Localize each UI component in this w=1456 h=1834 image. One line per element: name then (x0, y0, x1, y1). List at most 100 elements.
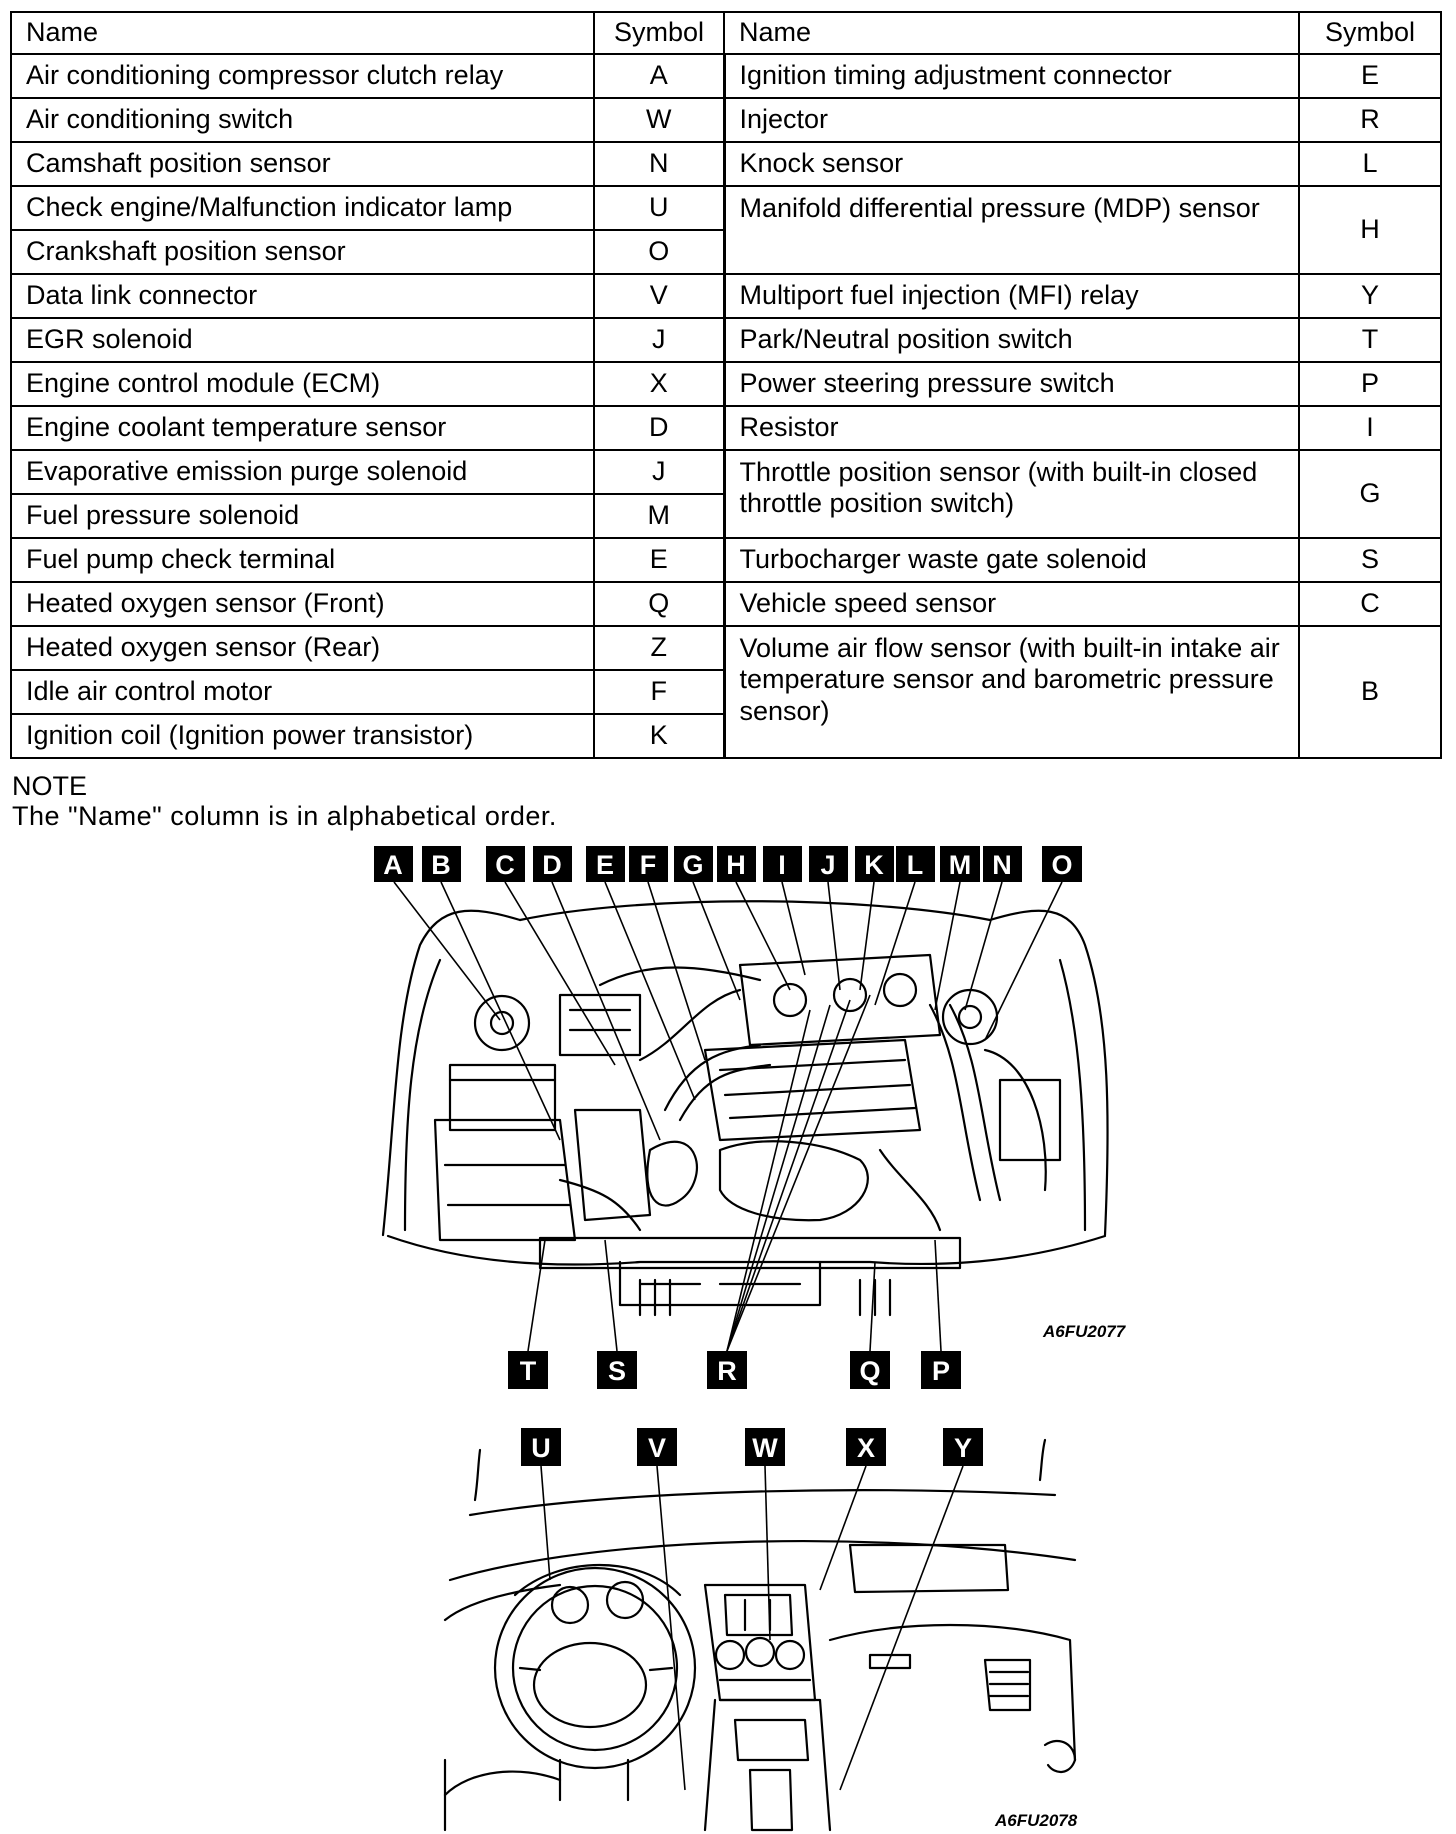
component-name: Idle air control motor (10, 669, 595, 715)
label-box-f: F (629, 846, 668, 882)
table-row: Engine coolant temperature sensor D Resi… (10, 405, 1442, 451)
table-row: Fuel pressure solenoid M (10, 493, 1441, 539)
component-symbol: B (1298, 625, 1442, 759)
component-symbol: R (1298, 97, 1442, 143)
component-symbol: W (593, 97, 725, 143)
svg-text:G: G (682, 850, 703, 880)
svg-text:O: O (1051, 850, 1072, 880)
label-box-n: N (983, 846, 1022, 882)
label-box-y: Y (943, 1428, 983, 1466)
component-name: Engine control module (ECM) (10, 361, 595, 407)
component-symbol: I (1298, 405, 1442, 451)
component-name: Park/Neutral position switch (722, 317, 1300, 363)
component-name: Multiport fuel injection (MFI) relay (722, 273, 1300, 319)
label-box-t: T (508, 1351, 548, 1389)
table-row: Heated oxygen sensor (Front) Q Vehicle s… (10, 581, 1442, 627)
svg-text:B: B (431, 850, 451, 880)
svg-text:L: L (907, 850, 924, 880)
component-symbol: M (593, 493, 725, 539)
engine-bay-leader-lines (393, 881, 1063, 1352)
table-row: Idle air control motor F (10, 669, 1441, 715)
component-symbol: H (1298, 185, 1442, 275)
component-symbol: L (1298, 141, 1442, 187)
component-name: Evaporative emission purge solenoid (10, 449, 595, 495)
label-box-a: A (374, 846, 413, 882)
component-symbol: U (593, 185, 725, 231)
label-box-d: D (533, 846, 572, 882)
svg-text:S: S (608, 1356, 626, 1386)
table-row: Air conditioning switch W Injector R (10, 97, 1442, 143)
component-symbol: V (593, 273, 725, 319)
label-box-x: X (846, 1428, 886, 1466)
table-header-row: Name Symbol Name Symbol (10, 11, 1442, 55)
label-box-k: K (855, 846, 894, 882)
component-symbol: J (593, 317, 725, 363)
component-name: Camshaft position sensor (10, 141, 595, 187)
component-symbol: X (593, 361, 725, 407)
table-row: Heated oxygen sensor (Rear) Z Volume air… (10, 625, 1442, 759)
component-name: Ignition coil (Ignition power transistor… (10, 713, 595, 759)
component-symbol: A (593, 53, 725, 99)
component-name: Data link connector (10, 273, 595, 319)
header-symbol-left: Symbol (593, 11, 725, 55)
label-box-m: M (940, 846, 980, 882)
component-symbol: J (593, 449, 725, 495)
dashboard-leader-lines (540, 1465, 964, 1791)
dashboard-labels: U V W X Y (521, 1428, 983, 1466)
component-symbol: D (593, 405, 725, 451)
component-name: Power steering pressure switch (722, 361, 1300, 407)
table-row: Check engine/Malfunction indicator lamp … (10, 185, 1442, 275)
component-name: Throttle position sensor (with built-in … (722, 449, 1300, 539)
label-box-s: S (597, 1351, 637, 1389)
label-box-o: O (1042, 846, 1082, 882)
component-name: Air conditioning compressor clutch relay (10, 53, 595, 99)
label-box-v: V (637, 1428, 677, 1466)
note-heading: NOTE (12, 771, 88, 801)
svg-text:U: U (531, 1433, 551, 1463)
component-symbol: Y (1298, 273, 1442, 319)
component-name: Fuel pressure solenoid (10, 493, 595, 539)
svg-text:Y: Y (954, 1433, 972, 1463)
label-box-q: Q (850, 1351, 890, 1389)
label-box-r: R (707, 1351, 747, 1389)
svg-text:E: E (596, 850, 614, 880)
table-row: Camshaft position sensor N Knock sensor … (10, 141, 1442, 187)
label-box-e: E (586, 846, 625, 882)
label-box-w: W (745, 1428, 785, 1466)
svg-text:K: K (864, 850, 884, 880)
label-box-c: C (486, 846, 525, 882)
svg-text:D: D (542, 850, 562, 880)
table-row: Crankshaft position sensor O (10, 229, 1441, 275)
header-name-right: Name (723, 11, 1300, 55)
component-symbol: C (1298, 581, 1442, 627)
svg-text:Q: Q (859, 1356, 880, 1386)
table-row: Data link connector V Multiport fuel inj… (10, 273, 1442, 319)
svg-text:P: P (932, 1356, 950, 1386)
component-name: Fuel pump check terminal (10, 537, 595, 583)
component-symbol: E (593, 537, 725, 583)
component-name: Vehicle speed sensor (722, 581, 1300, 627)
component-symbol: S (1298, 537, 1442, 583)
table-row: Engine control module (ECM) X Power stee… (10, 361, 1442, 407)
svg-text:X: X (857, 1433, 875, 1463)
dashboard-illustration (443, 1438, 1077, 1832)
note-text: The "Name" column is in alphabetical ord… (12, 801, 557, 831)
label-box-b: B (422, 846, 461, 882)
component-name: Resistor (722, 405, 1300, 451)
component-name: Ignition timing adjustment connector (722, 53, 1300, 99)
table-row: Ignition coil (Ignition power transistor… (10, 713, 1441, 759)
component-name: Manifold differential pressure (MDP) sen… (722, 185, 1300, 275)
component-name: Engine coolant temperature sensor (10, 405, 595, 451)
component-name: EGR solenoid (10, 317, 595, 363)
component-symbol: Q (593, 581, 725, 627)
svg-text:A: A (383, 850, 403, 880)
engine-bay-figure-code: A6FU2077 (1042, 1322, 1127, 1341)
svg-text:F: F (640, 850, 657, 880)
component-symbol: P (1298, 361, 1442, 407)
engine-bay-illustration (381, 900, 1109, 1317)
table-row: EGR solenoid J Park/Neutral position swi… (10, 317, 1442, 363)
svg-text:C: C (495, 850, 515, 880)
component-symbol: E (1298, 53, 1442, 99)
